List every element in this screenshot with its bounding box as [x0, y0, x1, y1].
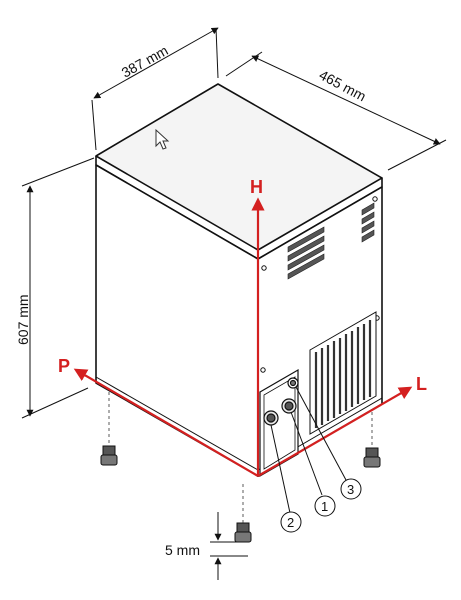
callout-2: 2 [280, 511, 302, 533]
axis-l-label: L [416, 374, 427, 394]
dimension-width [91, 27, 219, 151]
callout-3: 3 [340, 478, 362, 500]
svg-text:3: 3 [347, 482, 354, 497]
axis-l-line [257, 386, 413, 477]
callout-leaders [270, 386, 347, 514]
condenser-grille [309, 311, 377, 435]
fitting-2 [263, 410, 279, 426]
foot-right [363, 447, 381, 468]
axis-p-label: P [58, 356, 70, 376]
dimension-width-label: 387 mm [119, 42, 171, 81]
reference-axes [73, 197, 413, 477]
svg-text:1: 1 [321, 499, 328, 514]
upper-vent [287, 202, 375, 280]
foot-front [234, 522, 252, 543]
fitting-1 [281, 398, 297, 414]
dimension-foot [210, 512, 248, 580]
dimension-height [21, 157, 95, 419]
dimension-height-label: 607 mm [15, 294, 31, 345]
dimension-foot-label: 5 mm [165, 542, 200, 558]
foot-left [100, 445, 118, 466]
fitting-3 [287, 377, 299, 389]
svg-text:2: 2 [287, 515, 294, 530]
water-fittings [263, 377, 299, 426]
cursor-arrow-icon [155, 128, 170, 150]
dimension-depth [225, 51, 447, 171]
adjustable-feet [100, 445, 381, 543]
axis-p-line [73, 368, 259, 477]
callout-1: 1 [314, 495, 336, 517]
axis-h-label: H [250, 177, 263, 197]
extension-lines [108, 392, 373, 523]
